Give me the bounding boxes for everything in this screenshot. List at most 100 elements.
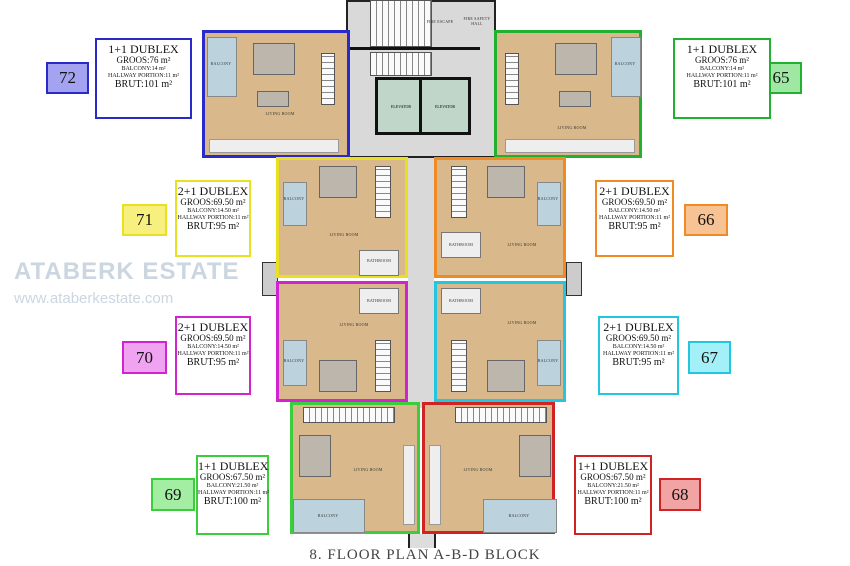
elevator-label: ELEVATOR [434, 103, 456, 109]
entry-passage [408, 534, 436, 548]
balcony [207, 37, 237, 97]
stairs [375, 166, 391, 218]
unit-number-badge: 72 [46, 62, 89, 94]
balcony [283, 340, 307, 386]
stairs [375, 340, 391, 392]
bathroom-label: BATHROOM [366, 258, 392, 263]
balcony-area: BALCONY:21.50 m² [587, 483, 639, 490]
balcony [283, 182, 307, 226]
stairs [303, 407, 395, 423]
unit-type: 2+1 DUBLEX [603, 320, 674, 334]
balcony-label: BALCONY [537, 196, 559, 201]
bathroom-label: BATHROOM [448, 242, 474, 247]
balcony [537, 182, 561, 226]
hallway-portion: HALLWAY PORTION:11 m² [177, 350, 249, 357]
unit-number-badge: 68 [659, 478, 701, 511]
living-room-label: LIVING ROOM [507, 320, 537, 325]
unit-number-badge: 69 [151, 478, 195, 511]
stairs [370, 52, 432, 76]
hallway-portion: HALLWAY PORTION:11 m² [686, 72, 758, 79]
balcony-area: BALCONY:14.50 m² [612, 344, 665, 351]
gross-area: GROOS:69.50 m² [180, 333, 246, 344]
unit-number-badge: 71 [122, 204, 167, 236]
hallway-portion: HALLWAY PORTION:11 m² [599, 214, 670, 221]
living-room-label: LIVING ROOM [265, 111, 295, 116]
gross-area: GROOS:76 m² [116, 55, 171, 66]
wall [350, 47, 480, 50]
unit-68: LIVING ROOM BALCONY [422, 402, 557, 534]
sofa [487, 360, 525, 392]
balcony-label: BALCONY [508, 513, 530, 518]
sofa [487, 166, 525, 198]
fire-safety-hall-label: FIRE SAFETY HALL [463, 16, 491, 26]
dining-table [559, 91, 591, 107]
gross-area: GROOS:76 m² [695, 55, 749, 66]
watermark-url: www.ataberkestate.com [14, 290, 174, 307]
unit-67: BALCONY LIVING ROOM BATHROOM [434, 281, 566, 402]
balcony [537, 340, 561, 386]
balcony-area: BALCONY:14.50 m² [187, 344, 239, 351]
unit-number-badge: 66 [684, 204, 728, 236]
brut-area: BRUT:101 m² [114, 79, 173, 91]
brut-area: BRUT:101 m² [693, 79, 751, 91]
unit-69: LIVING ROOM BALCONY [290, 402, 420, 534]
balcony-area: BALCONY:14.50 m² [187, 208, 239, 215]
unit-type: 1+1 DUBLEX [577, 459, 649, 473]
kitchen [429, 445, 441, 525]
bathroom [441, 288, 481, 314]
balcony-area: BALCONY:14 m² [121, 66, 166, 73]
gross-area: GROOS:67.50 m² [580, 472, 646, 483]
brut-area: BRUT:95 m² [608, 221, 661, 233]
brut-area: BRUT:95 m² [612, 357, 665, 369]
sofa [319, 166, 357, 198]
balcony-area: BALCONY:14.50 m² [608, 208, 661, 215]
brut-area: BRUT:95 m² [186, 357, 240, 369]
sofa [555, 43, 597, 75]
hallway-portion: HALLWAY PORTION:11 m² [198, 489, 269, 496]
living-room-label: LIVING ROOM [463, 467, 493, 472]
balcony-area: BALCONY:14 m² [699, 66, 745, 73]
stairs [455, 407, 547, 423]
gross-area: GROOS:69.50 m² [180, 197, 246, 208]
hallway-portion: HALLWAY PORTION:11 m² [577, 489, 649, 496]
plan-title: 8. FLOOR PLAN A-B-D BLOCK [309, 547, 541, 563]
balcony [293, 499, 365, 533]
unit-70: BALCONY LIVING ROOM BATHROOM [276, 281, 408, 402]
shaft [262, 262, 278, 296]
kitchen [403, 445, 415, 525]
gross-area: GROOS:67.50 m² [199, 472, 266, 483]
gross-area: GROOS:69.50 m² [605, 333, 672, 344]
unit-72: BALCONY LIVING ROOM [202, 30, 350, 158]
bathroom [441, 232, 481, 258]
unit-type: 2+1 DUBLEX [177, 320, 249, 334]
stairs [505, 53, 519, 105]
living-room-label: LIVING ROOM [353, 467, 383, 472]
balcony-label: BALCONY [283, 358, 305, 363]
dining-table [257, 91, 289, 107]
sofa [299, 435, 331, 477]
elevator-left: ELEVATOR [375, 77, 427, 135]
unit-type: 2+1 DUBLEX [177, 184, 249, 198]
living-room-label: LIVING ROOM [507, 242, 537, 247]
gross-area: GROOS:69.50 m² [601, 197, 668, 208]
kitchen [209, 139, 339, 153]
hallway-portion: HALLWAY PORTION:11 m² [177, 214, 249, 221]
sofa [319, 360, 357, 392]
unit-65: BALCONY LIVING ROOM [494, 30, 642, 158]
bathroom-label: BATHROOM [366, 298, 392, 303]
bathroom [359, 250, 399, 276]
stairs [321, 53, 335, 105]
stairs [451, 340, 467, 392]
unit-71: BALCONY LIVING ROOM BATHROOM [276, 157, 408, 278]
unit-number-badge: 70 [122, 341, 167, 374]
bathroom [359, 288, 399, 314]
balcony-label: BALCONY [317, 513, 339, 518]
